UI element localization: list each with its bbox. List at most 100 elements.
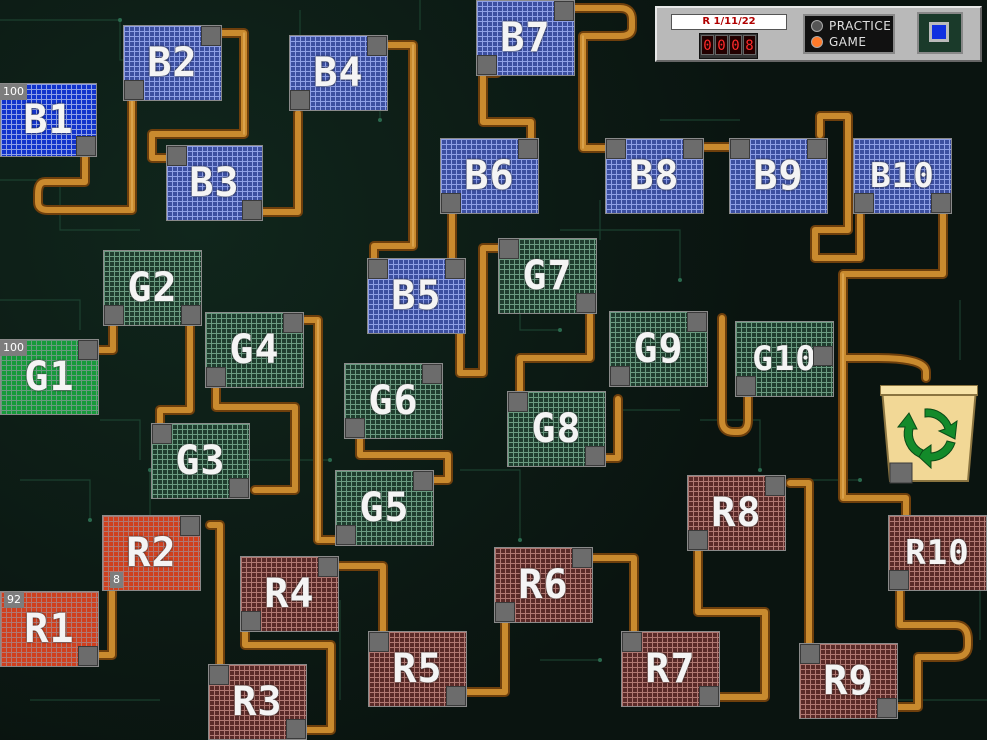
tank-g9[interactable]: G9 xyxy=(609,311,708,387)
tank-valve[interactable] xyxy=(369,632,389,652)
tank-valve[interactable] xyxy=(76,136,96,156)
tank-valve[interactable] xyxy=(877,698,897,718)
tank-g7[interactable]: G7 xyxy=(498,238,597,314)
radio-icon xyxy=(811,20,823,32)
tank-valve[interactable] xyxy=(688,530,708,550)
tank-label: B5 xyxy=(391,273,442,319)
tank-label: B2 xyxy=(147,40,198,86)
tank-g2[interactable]: G2 xyxy=(103,250,202,326)
tank-valve[interactable] xyxy=(683,139,703,159)
tank-valve[interactable] xyxy=(167,146,187,166)
tank-g6[interactable]: G6 xyxy=(344,363,443,439)
tank-g3[interactable]: G3 xyxy=(151,423,250,499)
tank-r8[interactable]: R8 xyxy=(687,475,786,551)
tank-valve[interactable] xyxy=(800,644,820,664)
tank-valve[interactable] xyxy=(931,193,951,213)
radio-icon xyxy=(811,36,823,48)
tank-valve[interactable] xyxy=(104,305,124,325)
tank-valve[interactable] xyxy=(499,239,519,259)
tank-valve[interactable] xyxy=(413,471,433,491)
tank-valve[interactable] xyxy=(368,259,388,279)
tank-valve[interactable] xyxy=(622,632,642,652)
tank-g8[interactable]: G8 xyxy=(507,391,606,467)
tank-valve[interactable] xyxy=(606,139,626,159)
tank-valve[interactable] xyxy=(206,367,226,387)
tank-r7[interactable]: R7 xyxy=(621,631,720,707)
tank-valve[interactable] xyxy=(242,200,262,220)
tank-b9[interactable]: B9 xyxy=(729,138,828,214)
tank-b3[interactable]: B3 xyxy=(166,145,263,221)
tank-valve[interactable] xyxy=(422,364,442,384)
tank-valve[interactable] xyxy=(576,293,596,313)
tank-valve[interactable] xyxy=(572,548,592,568)
tank-b7[interactable]: B7 xyxy=(476,0,575,76)
tank-g5[interactable]: G5 xyxy=(335,470,434,546)
tank-valve[interactable] xyxy=(78,646,98,666)
tank-valve[interactable] xyxy=(477,55,497,75)
tank-valve[interactable] xyxy=(286,719,306,739)
tank-valve[interactable] xyxy=(813,346,833,366)
tank-valve[interactable] xyxy=(78,340,98,360)
tank-r9[interactable]: R9 xyxy=(799,643,898,719)
tank-valve[interactable] xyxy=(736,376,756,396)
tank-valve[interactable] xyxy=(318,557,338,577)
tank-valve[interactable] xyxy=(854,193,874,213)
tank-valve[interactable] xyxy=(445,259,465,279)
tank-b8[interactable]: B8 xyxy=(605,138,704,214)
tank-valve[interactable] xyxy=(283,313,303,333)
tank-b2[interactable]: B2 xyxy=(123,25,222,101)
tank-valve[interactable] xyxy=(585,446,605,466)
tank-label: R7 xyxy=(645,646,696,692)
tank-r3[interactable]: R3 xyxy=(208,664,307,740)
tank-valve[interactable] xyxy=(152,424,172,444)
tank-b6[interactable]: B6 xyxy=(440,138,539,214)
tank-r4[interactable]: R4 xyxy=(240,556,339,632)
tank-valve[interactable] xyxy=(290,90,310,110)
tank-valve[interactable] xyxy=(699,686,719,706)
tank-valve[interactable] xyxy=(508,392,528,412)
tank-valve[interactable] xyxy=(730,139,750,159)
tank-valve[interactable] xyxy=(518,139,538,159)
tank-b10[interactable]: B10 xyxy=(853,138,952,214)
mode-selector: PRACTICE GAME xyxy=(803,14,895,54)
tank-valve[interactable] xyxy=(241,611,261,631)
tank-valve[interactable] xyxy=(367,36,387,56)
tank-valve[interactable] xyxy=(765,476,785,496)
cpu-chip-icon[interactable] xyxy=(917,12,963,54)
mode-game[interactable]: GAME xyxy=(811,35,866,49)
tank-label: G8 xyxy=(531,406,582,452)
tank-valve[interactable] xyxy=(687,312,707,332)
tank-r10[interactable]: R10 xyxy=(888,515,987,591)
tank-valve[interactable] xyxy=(336,525,356,545)
tank-r5[interactable]: R5 xyxy=(368,631,467,707)
tank-label: B8 xyxy=(629,153,680,199)
hud-panel: R 1/11/22 0 0 0 8 PRACTICE GAME xyxy=(655,6,982,62)
tank-b5[interactable]: B5 xyxy=(367,258,466,334)
tank-label: B1 xyxy=(23,97,74,143)
tank-valve[interactable] xyxy=(181,305,201,325)
tank-valve[interactable] xyxy=(807,139,827,159)
tank-valve[interactable] xyxy=(610,366,630,386)
recycle-bin[interactable] xyxy=(879,384,979,485)
tank-valve[interactable] xyxy=(180,516,200,536)
tank-b1[interactable]: B1 xyxy=(0,83,97,157)
tank-count-r1: 92 xyxy=(4,592,24,608)
tank-valve[interactable] xyxy=(889,570,909,590)
tank-valve[interactable] xyxy=(495,602,515,622)
tank-valve[interactable] xyxy=(209,665,229,685)
tank-label: R4 xyxy=(264,571,315,617)
tank-valve[interactable] xyxy=(345,418,365,438)
tank-valve[interactable] xyxy=(124,80,144,100)
tank-valve[interactable] xyxy=(441,193,461,213)
tank-b4[interactable]: B4 xyxy=(289,35,388,111)
tank-valve[interactable] xyxy=(201,26,221,46)
tank-r6[interactable]: R6 xyxy=(494,547,593,623)
mode-practice[interactable]: PRACTICE xyxy=(811,19,891,33)
tank-g4[interactable]: G4 xyxy=(205,312,304,388)
tank-count-g1: 100 xyxy=(0,340,27,356)
tank-valve[interactable] xyxy=(554,1,574,21)
tank-valve[interactable] xyxy=(446,686,466,706)
tank-valve[interactable] xyxy=(229,478,249,498)
tank-g10[interactable]: G10 xyxy=(735,321,834,397)
tank-label: R1 xyxy=(24,606,75,652)
